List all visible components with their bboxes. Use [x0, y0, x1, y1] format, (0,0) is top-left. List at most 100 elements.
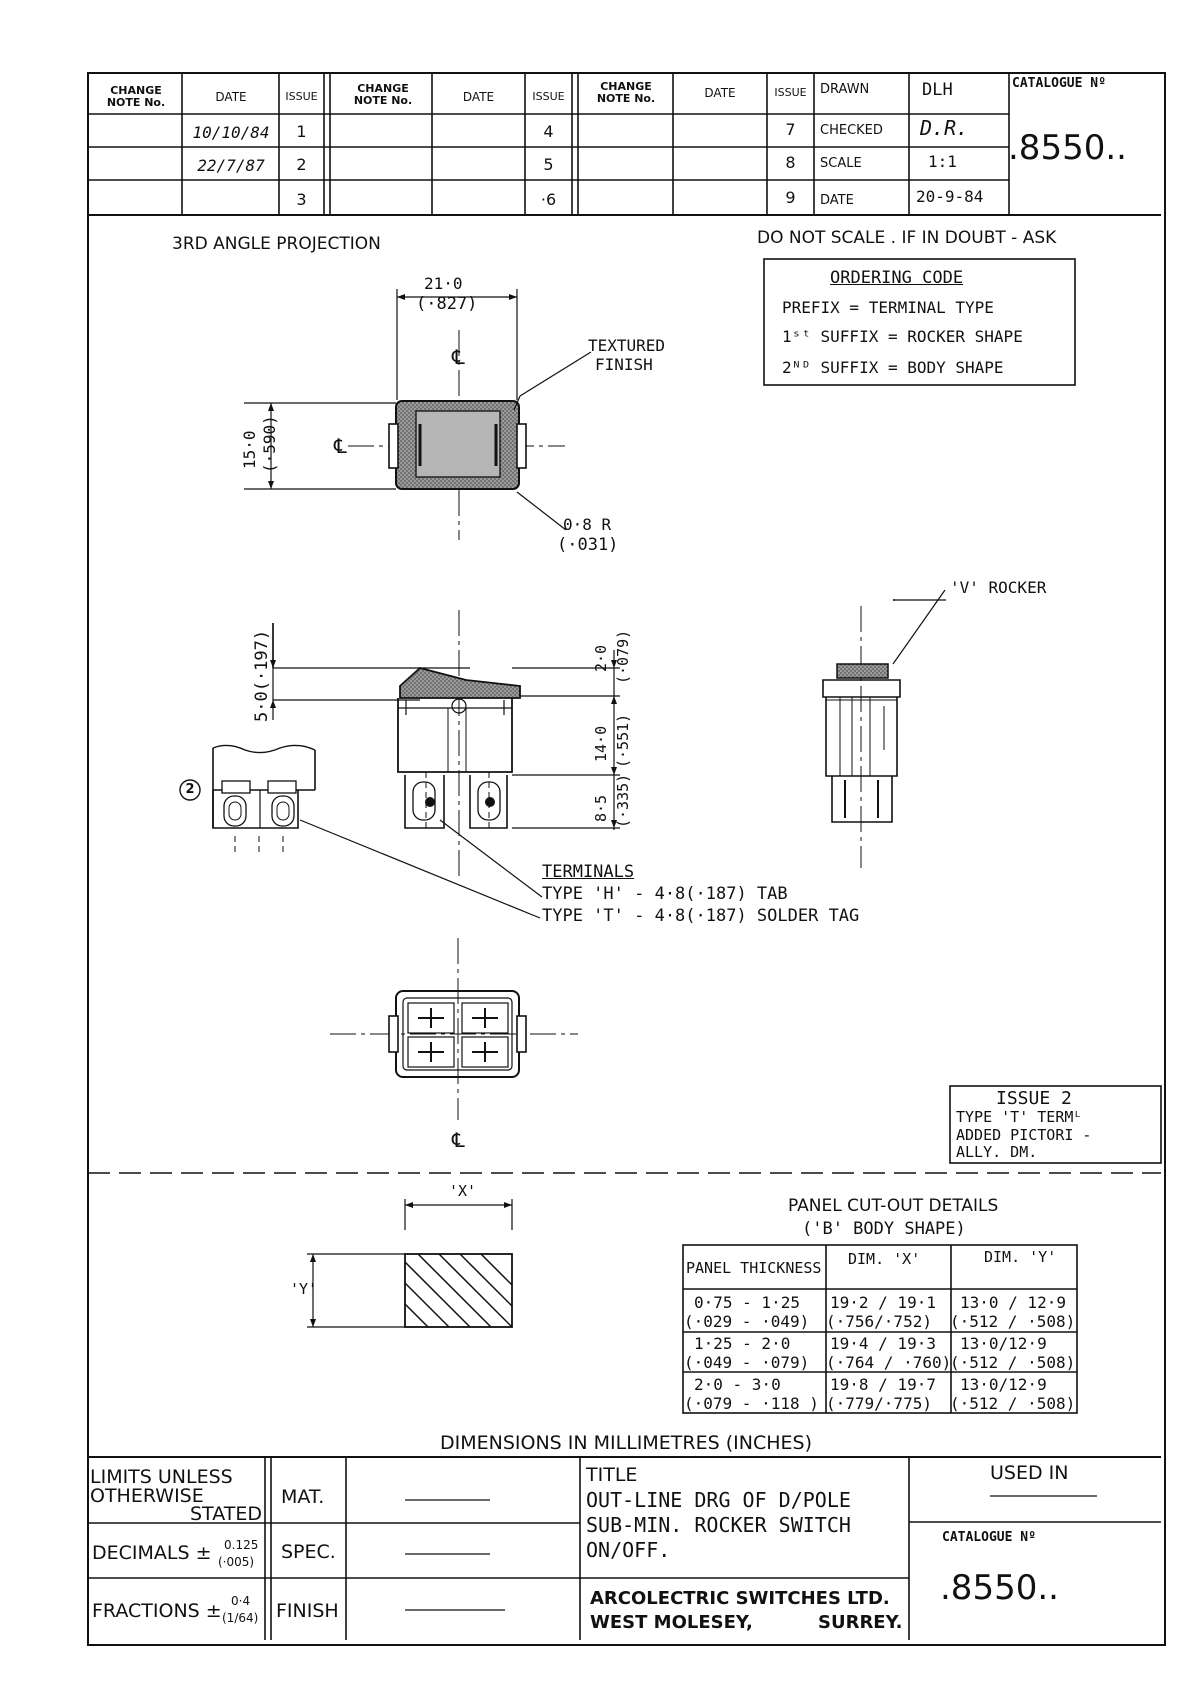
ordering-suffix-2: 2ᴺᴰ SUFFIX = BODY SHAPE — [782, 358, 1004, 377]
address-left: WEST MOLESEY, — [590, 1612, 753, 1633]
cutout-y-label: 'Y' — [290, 1280, 318, 1298]
ordering-code-title: ORDERING CODE — [830, 268, 964, 288]
catalogue-number: .8550.. — [1008, 128, 1127, 168]
cutout-x-label: 'X' — [449, 1182, 477, 1200]
fractions-tol-2: (1/64) — [222, 1611, 259, 1625]
radius-label: 0·8 R — [563, 515, 612, 534]
projection-note: 3RD ANGLE PROJECTION — [172, 234, 381, 254]
used-in-label: USED IN — [990, 1462, 1069, 1484]
table-header-panel: PANEL THICKNESS — [686, 1258, 822, 1277]
row3-dim-y: 13·0/12·9 — [960, 1375, 1047, 1394]
catalogue-label-footer: CATALOGUE Nº — [942, 1530, 1036, 1545]
row2-dim-y: 13·0/12·9 — [960, 1334, 1047, 1353]
row1-dim-x: 19·2 / 19·1 — [830, 1293, 936, 1312]
terminal-type-t: TYPE 'T' - 4·8(·187) SOLDER TAG — [542, 906, 860, 926]
col-date-2: DATE — [462, 89, 495, 104]
decimals-label: DECIMALS ± — [92, 1542, 212, 1564]
cutout-title: PANEL CUT-OUT DETAILS — [788, 1196, 999, 1216]
limits-line-1: LIMITS UNLESS — [90, 1466, 233, 1488]
row3-dim-x-in: (·779/·775) — [826, 1394, 932, 1413]
callout-2: 2 — [185, 782, 195, 798]
title-line-2: SUB-MIN. ROCKER SWITCH — [586, 1513, 851, 1537]
catalogue-number-footer: .8550.. — [940, 1568, 1059, 1608]
radius-in: (·031) — [557, 535, 619, 555]
dim-14-in: (·551) — [614, 713, 632, 768]
issue-3: 3 — [296, 189, 307, 209]
row2-thickness-in: (·049 - ·079) — [684, 1353, 810, 1372]
centreline-top: ℄ — [452, 345, 465, 369]
row1-dim-y-in: (·512 / ·508) — [950, 1312, 1076, 1331]
limits-line-2: OTHERWISE — [90, 1485, 204, 1507]
cutout-subtitle: ('B' BODY SHAPE) — [802, 1219, 966, 1239]
decimals-tol-2: (·005) — [218, 1555, 255, 1569]
row2-dim-x: 19·4 / 19·3 — [830, 1334, 936, 1353]
issue-note-title: ISSUE 2 — [996, 1088, 1072, 1109]
checked-value: D.R. — [920, 116, 969, 140]
dim-8-5-in: (·335) — [614, 773, 632, 828]
textured-label: TEXTURED — [588, 336, 666, 355]
decimals-tol-1: 0.125 — [224, 1538, 259, 1552]
dim-2-in: (·079) — [614, 629, 632, 684]
col-change-note-3: CHANGE NOTE No. — [596, 80, 656, 105]
catalogue-label: CATALOGUE Nº — [1012, 76, 1106, 91]
row3-dim-y-in: (·512 / ·508) — [950, 1394, 1076, 1413]
row2-dim-y-in: (·512 / ·508) — [950, 1353, 1076, 1372]
issue-note-line-3: ALLY. DM. — [956, 1143, 1038, 1161]
table-header-dim-y: DIM. 'Y' — [984, 1248, 1057, 1266]
finish-label: FINISH — [595, 355, 653, 374]
row1-dim-y: 13·0 / 12·9 — [960, 1293, 1066, 1312]
row1-thickness: 0·75 - 1·25 — [694, 1293, 800, 1312]
title-line-3: ON/OFF. — [586, 1538, 671, 1562]
issue-note-line-1: TYPE 'T' TERMᴸ — [956, 1108, 1083, 1126]
issue-5: 5 — [543, 154, 554, 174]
dim-height-mm: 15·0 — [240, 430, 259, 469]
row1-thickness-in: (·029 - ·049) — [684, 1312, 810, 1331]
centreline-bottom: ℄ — [452, 1128, 465, 1152]
do-not-scale-note: DO NOT SCALE . IF IN DOUBT - ASK — [757, 228, 1057, 248]
dim-8-5mm: 8·5 — [592, 794, 610, 822]
table-header-dim-x: DIM. 'X' — [848, 1250, 921, 1268]
fractions-tol-1: 0·4 — [231, 1594, 251, 1608]
date-label: DATE — [820, 193, 854, 208]
issue-7: 7 — [785, 119, 796, 139]
ordering-suffix-1: 1ˢᵗ SUFFIX = ROCKER SHAPE — [782, 327, 1023, 346]
spec-label: SPEC. — [281, 1541, 336, 1563]
mat-label: MAT. — [281, 1486, 325, 1508]
issue-9: 9 — [785, 187, 796, 207]
title-line-1: OUT-LINE DRG OF D/POLE — [586, 1488, 851, 1512]
row3-dim-x: 19·8 / 19·7 — [830, 1375, 936, 1394]
v-rocker-label: 'V' ROCKER — [950, 578, 1047, 597]
issue-8: 8 — [785, 152, 796, 172]
terminal-type-h: TYPE 'H' - 4·8(·187) TAB — [542, 884, 788, 904]
checked-label: CHECKED — [820, 123, 883, 138]
issue-6: ·6 — [540, 189, 557, 209]
col-issue-3: ISSUE — [774, 86, 807, 100]
row2-dim-x-in: (·764 / ·760) — [826, 1353, 952, 1372]
title-label: TITLE — [586, 1464, 638, 1486]
centreline-left: ℄ — [334, 434, 347, 458]
limits-line-3: STATED — [190, 1503, 262, 1525]
drawn-label: DRAWN — [820, 82, 870, 97]
issue-note-line-2: ADDED PICTORI - — [956, 1126, 1092, 1144]
dim-2mm: 2·0 — [592, 644, 610, 672]
col-issue-2: ISSUE — [532, 90, 565, 104]
date-issue-2: 22/7/87 — [197, 155, 265, 175]
date-issue-1: 10/10/84 — [192, 122, 270, 142]
col-date-1: DATE — [215, 89, 247, 104]
col-change-note-1: CHANGE NOTE No. — [106, 84, 166, 109]
row2-thickness: 1·25 - 2·0 — [694, 1334, 791, 1353]
dim-width-in: (·827) — [416, 294, 478, 314]
scale-label: SCALE — [820, 156, 862, 171]
date-value: 20-9-84 — [916, 187, 984, 206]
drawing-border — [87, 72, 1166, 1646]
row3-thickness: 2·0 - 3·0 — [694, 1375, 781, 1394]
drawn-value: DLH — [922, 80, 953, 100]
col-date-3: DATE — [704, 85, 736, 100]
col-change-note-2: CHANGE NOTE No. — [353, 82, 413, 107]
col-issue-1: ISSUE — [285, 90, 318, 104]
dim-height-in: (·590) — [260, 415, 279, 473]
company-name: ARCOLECTRIC SWITCHES LTD. — [590, 1588, 890, 1609]
row1-dim-x-in: (·756/·752) — [826, 1312, 932, 1331]
terminals-title: TERMINALS — [542, 862, 635, 882]
